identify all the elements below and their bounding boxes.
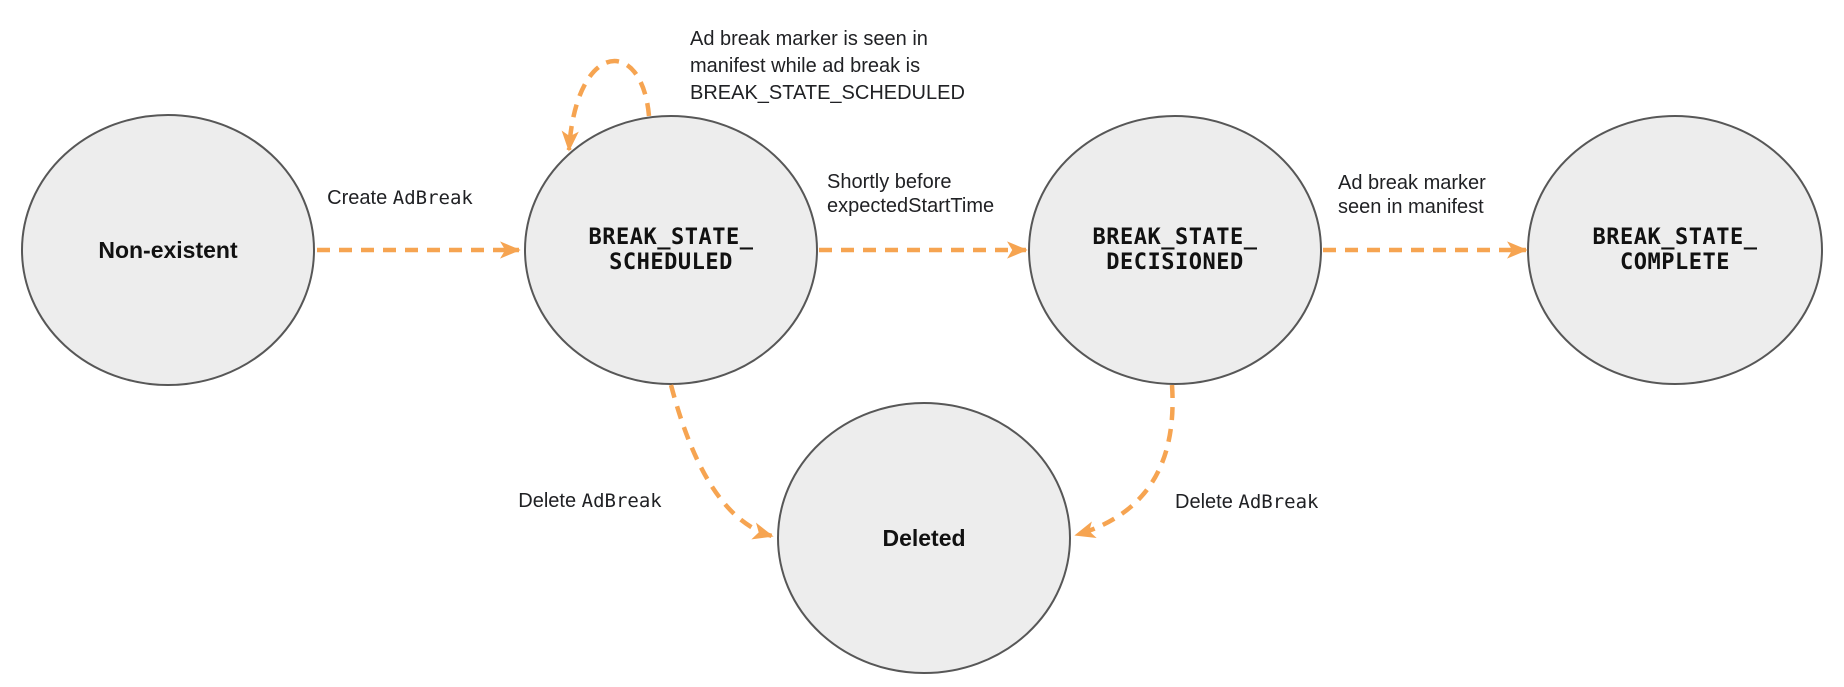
state-label-line: BREAK_STATE_: [1092, 225, 1258, 250]
edge-label-shortly-before: Shortly before expectedStartTime: [827, 170, 994, 218]
edge-label-code: AdBreak: [1238, 491, 1319, 513]
state-circle-break-state-decisioned: [1028, 115, 1322, 385]
edge-label-line: seen in manifest: [1338, 196, 1484, 218]
edge-label-line: manifest while ad break is: [690, 55, 921, 77]
edge-label-code: AdBreak: [581, 490, 662, 512]
state-label-line: BREAK_STATE_: [588, 225, 754, 250]
state-label-deleted: Deleted: [882, 525, 966, 551]
state-circle-non-existent: [21, 114, 315, 386]
edge-label-text: Create: [327, 187, 388, 209]
edge-self-loop-scheduled: [561, 58, 652, 152]
edge-label-text: Delete: [518, 490, 577, 512]
edge-label-code-line: expectedStartTime: [827, 195, 995, 217]
edge-label-code: AdBreak: [392, 187, 473, 209]
edge-label-text: Delete: [1175, 491, 1233, 513]
edge-label-create-adbreak: Create AdBreak: [280, 186, 520, 210]
edge-label-code-line: BREAK_STATE_SCHEDULED: [690, 82, 965, 104]
edge-label-delete-adbreak-left: Delete AdBreak: [470, 489, 710, 513]
state-label-line: COMPLETE: [1620, 250, 1730, 275]
edge-label-line: Ad break marker: [1338, 172, 1486, 194]
edge-decisioned-to-deleted: [1074, 384, 1175, 539]
state-label-break-state-complete: BREAK_STATE_ COMPLETE: [1525, 225, 1825, 275]
edge-label-marker-seen: Ad break marker seen in manifest: [1338, 171, 1486, 219]
state-circle-break-state-complete: [1527, 115, 1823, 385]
edge-label-line: Ad break marker is seen in: [690, 28, 928, 50]
state-circle-deleted: [777, 402, 1071, 674]
state-label-break-state-scheduled: BREAK_STATE_ SCHEDULED: [521, 225, 821, 275]
state-label-non-existent: Non-existent: [98, 237, 238, 263]
edge-label-delete-adbreak-right: Delete AdBreak: [1175, 490, 1318, 514]
state-label-line: BREAK_STATE_: [1592, 225, 1758, 250]
state-label-line: SCHEDULED: [609, 250, 733, 275]
state-label-break-state-decisioned: BREAK_STATE_ DECISIONED: [1025, 225, 1325, 275]
edge-label-self-loop: Ad break marker is seen in manifest whil…: [690, 26, 965, 107]
state-label-line: DECISIONED: [1106, 250, 1244, 275]
state-circle-break-state-scheduled: [524, 115, 818, 385]
edge-label-line: Shortly before: [827, 171, 952, 193]
edge-scheduled-to-deleted: [668, 384, 774, 540]
